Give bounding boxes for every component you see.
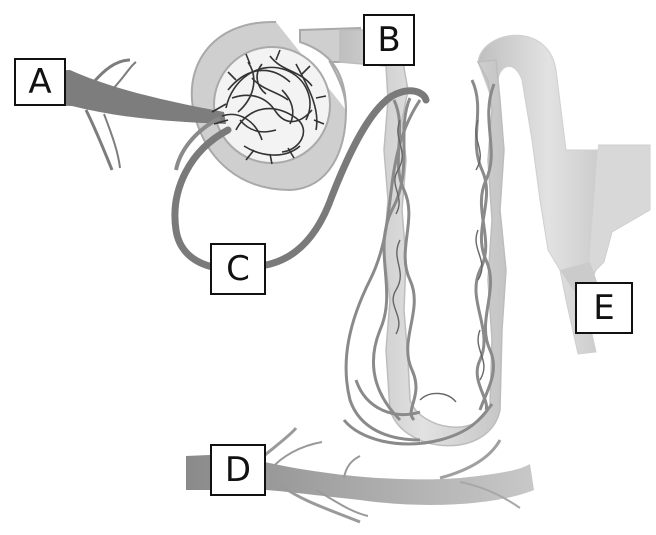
peritubular-capillaries bbox=[344, 80, 494, 444]
label-e: E bbox=[575, 282, 633, 334]
label-d: D bbox=[210, 444, 266, 496]
label-c: C bbox=[210, 243, 266, 295]
bowmans-capsule bbox=[192, 22, 360, 190]
label-a: A bbox=[14, 58, 66, 106]
label-b: B bbox=[363, 14, 415, 66]
